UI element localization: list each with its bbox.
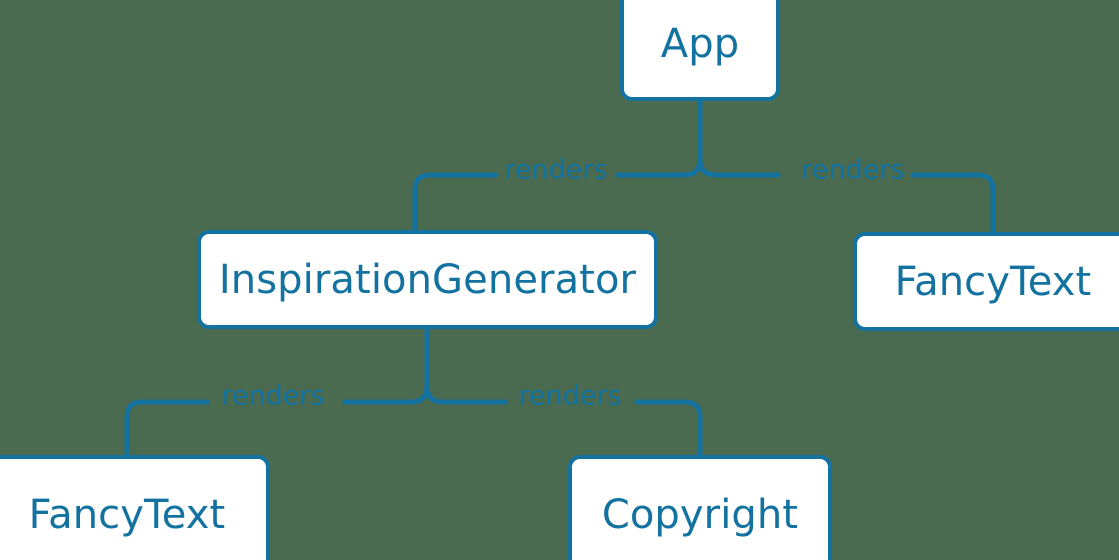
edge-label-app-inspiration: renders [504,154,608,186]
node-inspiration-generator-label: InspirationGenerator [218,256,637,303]
edge-inspiration-copyright-right-run [634,399,703,457]
node-fancytext-left[interactable]: FancyText [0,455,270,560]
edge-junction-app [681,156,719,178]
node-fancytext-right-label: FancyText [894,258,1092,305]
node-copyright[interactable]: Copyright [568,455,832,560]
node-fancytext-right[interactable]: FancyText [853,232,1119,331]
edge-junction-inspiration [408,383,446,405]
edge-inspiration-fancytext-left-left-run [124,399,210,457]
node-app-label: App [660,20,740,67]
node-fancytext-left-label: FancyText [28,491,226,538]
edge-label-inspiration-copyright: renders [518,380,622,412]
node-app[interactable]: App [620,0,780,101]
node-inspiration-generator[interactable]: InspirationGenerator [197,230,658,329]
edge-app-fancytext-right-right-run [910,172,996,234]
edge-label-app-fancytext-right: renders [801,154,905,186]
edge-label-inspiration-fancytext-left: renders [221,380,325,412]
edge-app-inspiration-left-run [412,172,499,232]
node-copyright-label: Copyright [601,491,799,538]
